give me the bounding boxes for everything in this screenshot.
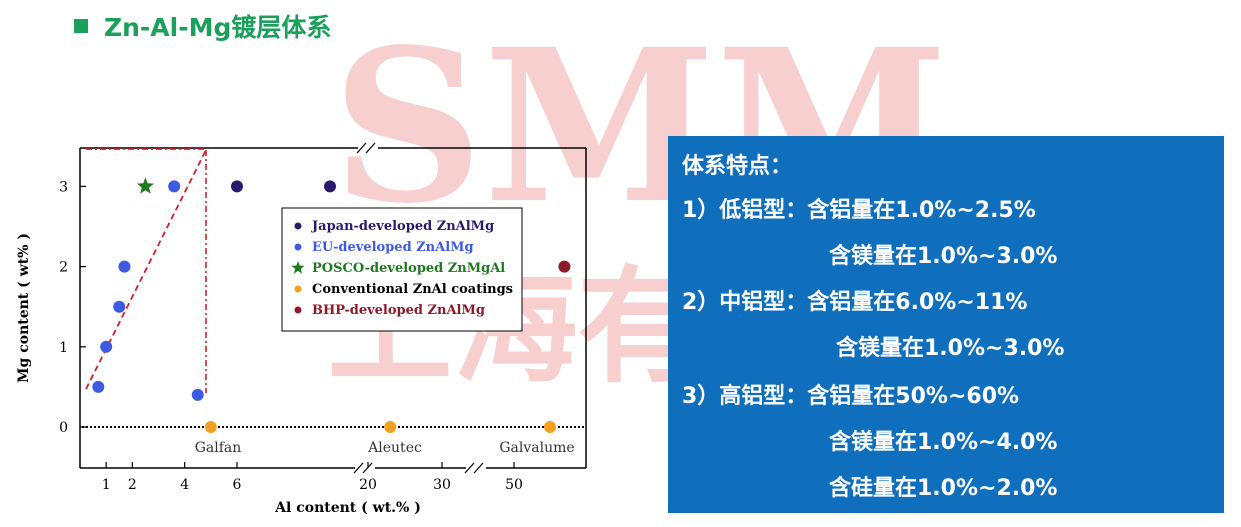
x-axis-label: Al content ( wt.% ) (274, 500, 421, 516)
panel-line-7: 含硅量在1.0%~2.0% (829, 476, 1058, 501)
legend-entry: POSCO-developed ZnMgAl (312, 261, 505, 276)
y-tick-label: 3 (59, 179, 68, 195)
plot-frame (79, 147, 587, 469)
annotation-label: Galfan (195, 440, 242, 456)
data-point-star (136, 177, 154, 194)
x-tick-label: 4 (180, 477, 189, 493)
data-point (100, 340, 113, 353)
x-tick-label: 6 (233, 477, 242, 493)
legend-entry: Japan-developed ZnAlMg (311, 219, 494, 234)
x-tick-label: 20 (359, 477, 377, 493)
annotation-label: Aleutec (367, 440, 422, 456)
axis-breaks (353, 142, 486, 474)
x-tick-label: 1 (102, 477, 111, 493)
y-tick-label: 1 (59, 340, 68, 356)
data-point (544, 421, 556, 433)
x-tick-label: 30 (433, 477, 451, 493)
title-bullet-icon (74, 19, 88, 33)
legend-marker (294, 306, 302, 314)
y-axis-label: Mg content ( wt% ) (16, 233, 32, 383)
data-point (231, 180, 243, 193)
data-point (92, 380, 105, 393)
data-point (204, 421, 217, 433)
features-panel: 体系特点： 1）低铝型：含铝量在1.0%~2.5% 含镁量在1.0%~3.0% … (668, 136, 1224, 513)
legend-marker-star (291, 261, 305, 274)
data-point (558, 260, 571, 273)
bottom-break-mark (473, 462, 484, 474)
panel-line-1: 1）低铝型：含铝量在1.0%~2.5% (682, 198, 1036, 223)
legend-entry: BHP-developed ZnAlMg (312, 303, 485, 318)
legend-entry: EU-developed ZnAlMg (312, 240, 474, 255)
y-tick-label: 0 (59, 420, 68, 436)
panel-heading: 体系特点： (682, 154, 793, 179)
top-break-gap (358, 144, 378, 152)
bottom-break-mark (464, 462, 475, 474)
data-point (168, 180, 181, 193)
legend-box (281, 207, 523, 332)
legend-marker (294, 285, 302, 293)
data-point (113, 300, 126, 313)
data-point (191, 388, 204, 401)
chart-marks: 0 1 2 3 1 2 4 6 20 30 50 Galfan Aleutec Galvalume Japa… (59, 148, 584, 493)
x-tick-label: 2 (128, 477, 137, 493)
panel-line-3: 2）中铝型：含铝量在6.0%~11% (682, 290, 1028, 315)
title: Zn-Al-Mg镀层体系 (74, 8, 331, 44)
data-point (384, 421, 397, 433)
legend-marker (294, 243, 302, 251)
bottom-break-gap (355, 464, 375, 472)
data-point (118, 260, 131, 273)
panel-line-2: 含镁量在1.0%~3.0% (829, 244, 1058, 269)
page-title: Zn-Al-Mg镀层体系 (104, 13, 332, 42)
legend-entry: Conventional ZnAl coatings (312, 282, 513, 297)
x-tick-label: 50 (505, 477, 523, 493)
panel-line-4: 含镁量在1.0%~3.0% (836, 336, 1065, 361)
panel-line-5: 3）高铝型：含铝量在50%~60% (682, 384, 1020, 409)
annotation-label: Galvalume (499, 440, 574, 456)
legend-marker (294, 222, 302, 230)
bottom-break-gap-2 (466, 464, 486, 472)
y-tick-label: 2 (59, 260, 68, 276)
data-point (324, 180, 336, 193)
top-break-mark (365, 142, 376, 154)
panel-line-6: 含镁量在1.0%~4.0% (829, 430, 1058, 455)
top-break-mark (356, 142, 367, 154)
bottom-break-mark (353, 462, 364, 474)
